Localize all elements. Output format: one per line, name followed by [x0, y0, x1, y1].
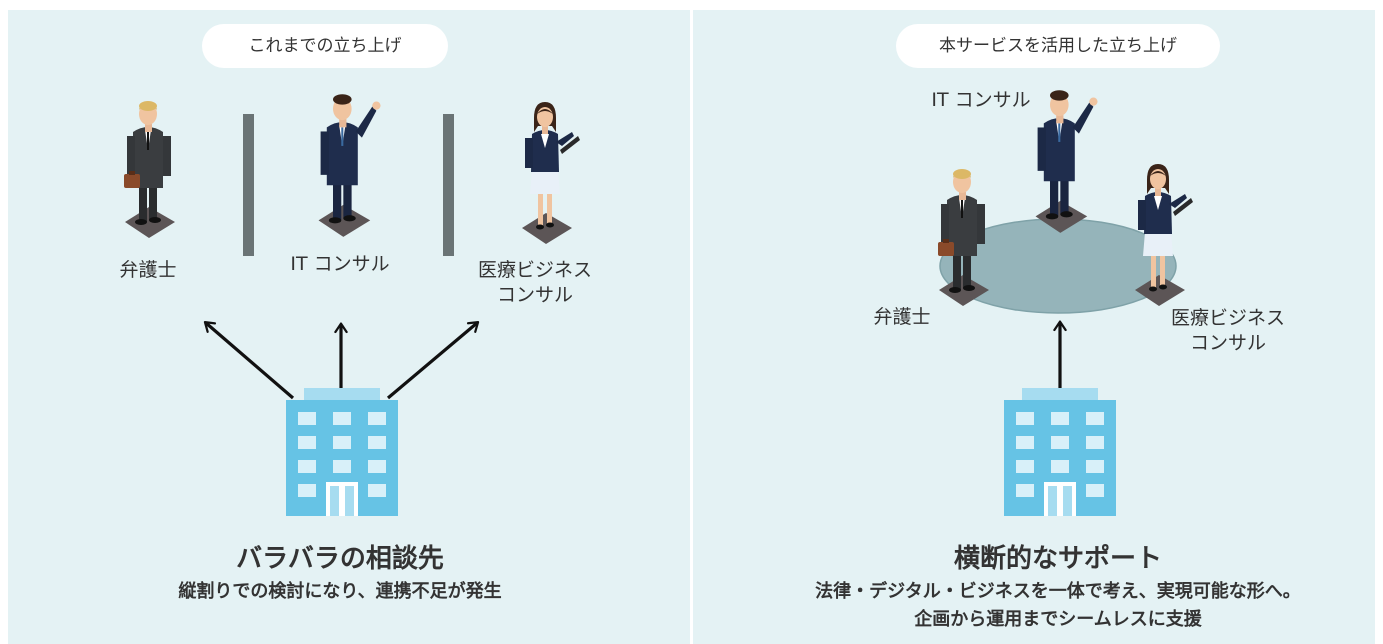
building-icon-right	[1004, 388, 1116, 516]
arrow-to-medical-consultant	[386, 320, 480, 400]
right-panel-background	[693, 10, 1375, 644]
right-header-pill: 本サービスを活用した立ち上げ	[896, 24, 1220, 68]
right-subtitle-line1: 法律・デジタル・ビジネスを一体で考え、実現可能な形へ。	[815, 581, 1301, 602]
medical-consultant-label-right-line2: コンサル	[1189, 332, 1266, 354]
left-subtitle: 縦割りでの検討になり、連携不足が発生	[178, 581, 502, 602]
medical-consultant-label-left-line1: 医療ビジネス	[477, 259, 592, 281]
silo-divider-1	[243, 114, 254, 256]
it-consultant-label-right: IT コンサル	[931, 89, 1031, 111]
arrow-to-lawyer	[203, 320, 295, 400]
silo-divider-2	[443, 114, 454, 256]
medical-consultant-label-right-line1: 医療ビジネス	[1170, 307, 1285, 329]
right-title: 横断的なサポート	[953, 544, 1162, 574]
left-header-pill: これまでの立ち上げ	[202, 24, 448, 68]
right-subtitle-line2: 企画から運用までシームレスに支援	[914, 609, 1202, 630]
left-title: バラバラの相談先	[236, 544, 444, 574]
medical-consultant-label-left-line2: コンサル	[496, 284, 573, 306]
lawyer-label-left: 弁護士	[119, 259, 177, 281]
lawyer-label-right: 弁護士	[873, 306, 931, 328]
it-consultant-label-left: IT コンサル	[290, 253, 390, 275]
